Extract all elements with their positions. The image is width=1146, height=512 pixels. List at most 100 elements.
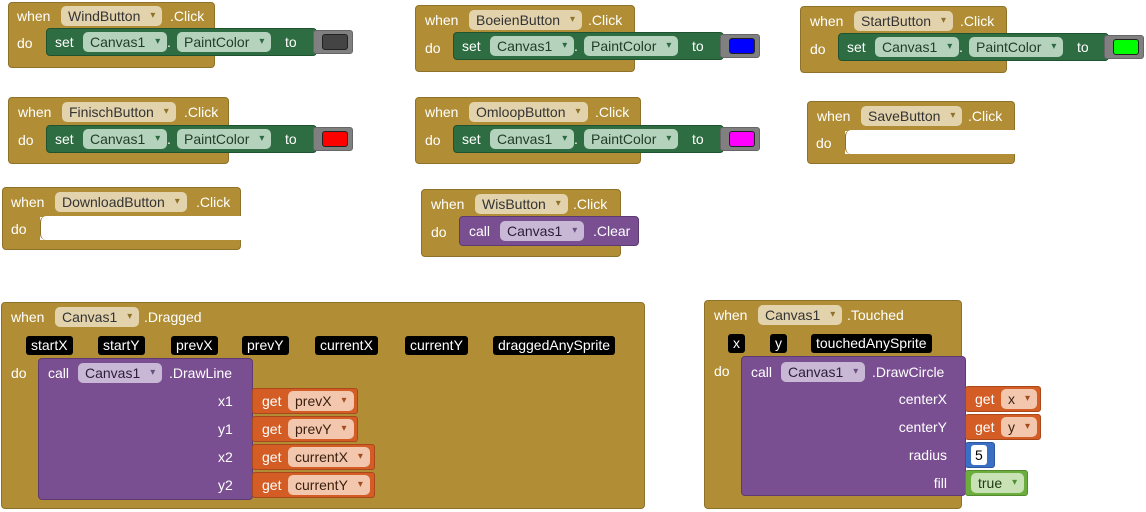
set-keyword: set bbox=[462, 131, 481, 147]
property-dropdown-paintcolor[interactable]: PaintColor bbox=[177, 32, 272, 52]
component-dropdown-canvas1[interactable]: Canvas1 bbox=[758, 305, 843, 325]
when-keyword: when bbox=[425, 104, 459, 120]
param-startx[interactable]: startX bbox=[26, 336, 73, 355]
variable-dropdown-prevy[interactable]: prevY bbox=[288, 419, 354, 439]
color-block-red[interactable] bbox=[313, 127, 353, 151]
set-canvas1-paintcolor-block[interactable]: set Canvas1 . PaintColor to bbox=[46, 125, 317, 153]
component-dropdown-wisbutton[interactable]: WisButton bbox=[475, 194, 568, 214]
when-keyword: when bbox=[810, 13, 844, 29]
get-keyword: get bbox=[262, 393, 282, 409]
variable-dropdown-prevx[interactable]: prevX bbox=[288, 391, 354, 411]
get-currentx-block[interactable]: get currentX bbox=[252, 444, 375, 470]
color-block-blue[interactable] bbox=[720, 34, 760, 58]
component-dropdown-startbutton[interactable]: StartButton bbox=[854, 11, 954, 31]
downloadbutton-empty-slot[interactable] bbox=[40, 216, 241, 240]
color-block-green[interactable] bbox=[1104, 35, 1144, 59]
component-dropdown-canvas1[interactable]: Canvas1 bbox=[490, 129, 575, 149]
dot-separator: . bbox=[167, 34, 171, 50]
do-keyword: do bbox=[17, 35, 33, 51]
do-keyword: do bbox=[810, 41, 826, 57]
variable-dropdown-currentx[interactable]: currentX bbox=[288, 447, 370, 467]
color-block-dark-gray[interactable] bbox=[313, 30, 353, 54]
component-dropdown-canvas1[interactable]: Canvas1 bbox=[490, 36, 575, 56]
component-dropdown-canvas1[interactable]: Canvas1 bbox=[875, 37, 960, 57]
property-dropdown-paintcolor[interactable]: PaintColor bbox=[969, 37, 1064, 57]
param-x[interactable]: x bbox=[728, 334, 745, 353]
param-touchedanysprite[interactable]: touchedAnySprite bbox=[811, 334, 932, 353]
event-name: .Click bbox=[588, 12, 623, 28]
when-keyword: when bbox=[714, 307, 748, 323]
get-keyword: get bbox=[262, 477, 282, 493]
savebutton-bottom-bar bbox=[807, 154, 1015, 164]
boolean-dropdown[interactable]: true bbox=[971, 473, 1025, 493]
component-dropdown-canvas1[interactable]: Canvas1 bbox=[55, 307, 140, 327]
param-starty[interactable]: startY bbox=[98, 336, 145, 355]
set-keyword: set bbox=[847, 39, 866, 55]
get-prevx-block[interactable]: get prevX bbox=[252, 388, 358, 414]
method-name: .Clear bbox=[593, 223, 631, 239]
color-swatch[interactable] bbox=[322, 34, 348, 50]
param-y[interactable]: y bbox=[770, 334, 787, 353]
variable-dropdown-currenty[interactable]: currentY bbox=[288, 475, 370, 495]
color-swatch[interactable] bbox=[729, 131, 755, 147]
savebutton-empty-slot[interactable] bbox=[845, 130, 1015, 154]
variable-dropdown-x[interactable]: x bbox=[1001, 389, 1037, 409]
get-y-block[interactable]: get y bbox=[965, 414, 1041, 440]
component-dropdown-canvas1[interactable]: Canvas1 bbox=[781, 362, 866, 382]
color-swatch[interactable] bbox=[322, 131, 348, 147]
color-block-magenta[interactable] bbox=[720, 127, 760, 151]
param-prevx[interactable]: prevX bbox=[171, 336, 218, 355]
call-keyword: call bbox=[751, 364, 773, 380]
set-keyword: set bbox=[55, 34, 74, 50]
event-name: .Click bbox=[573, 196, 608, 212]
component-dropdown-boeienbutton[interactable]: BoeienButton bbox=[469, 10, 583, 30]
component-dropdown-canvas1[interactable]: Canvas1 bbox=[83, 32, 168, 52]
logic-block-true[interactable]: true bbox=[965, 470, 1028, 496]
component-dropdown-finischbutton[interactable]: FinischButton bbox=[62, 102, 176, 122]
do-keyword: do bbox=[18, 132, 34, 148]
method-name: .DrawCircle bbox=[872, 364, 945, 380]
component-dropdown-downloadbutton[interactable]: DownloadButton bbox=[55, 192, 187, 212]
component-dropdown-canvas1[interactable]: Canvas1 bbox=[500, 221, 585, 241]
param-currenty[interactable]: currentY bbox=[405, 336, 468, 355]
param-prevy[interactable]: prevY bbox=[242, 336, 289, 355]
set-keyword: set bbox=[55, 131, 74, 147]
event-name: .Click bbox=[595, 104, 630, 120]
get-currenty-block[interactable]: get currentY bbox=[252, 472, 375, 498]
do-keyword: do bbox=[425, 40, 441, 56]
set-canvas1-paintcolor-block[interactable]: set Canvas1 . PaintColor to bbox=[453, 32, 724, 60]
variable-dropdown-y[interactable]: y bbox=[1001, 417, 1037, 437]
component-dropdown-canvas1[interactable]: Canvas1 bbox=[78, 363, 163, 383]
event-block-downloadbutton-click[interactable]: when DownloadButton .Click bbox=[2, 187, 241, 217]
param-draggedanysprite[interactable]: draggedAnySprite bbox=[493, 336, 616, 355]
number-field[interactable]: 5 bbox=[971, 445, 987, 465]
savebutton-do-column: do bbox=[807, 130, 845, 154]
event-name: .Touched bbox=[847, 307, 904, 323]
component-dropdown-windbutton[interactable]: WindButton bbox=[61, 6, 163, 26]
get-prevy-block[interactable]: get prevY bbox=[252, 416, 358, 442]
set-canvas1-paintcolor-block[interactable]: set Canvas1 . PaintColor to bbox=[46, 28, 317, 56]
property-dropdown-paintcolor[interactable]: PaintColor bbox=[584, 36, 679, 56]
color-swatch[interactable] bbox=[729, 38, 755, 54]
number-block-radius[interactable]: 5 bbox=[965, 442, 995, 468]
to-keyword: to bbox=[692, 131, 704, 147]
property-dropdown-paintcolor[interactable]: PaintColor bbox=[584, 129, 679, 149]
call-canvas1-clear-block[interactable]: call Canvas1 .Clear bbox=[459, 216, 639, 246]
component-dropdown-canvas1[interactable]: Canvas1 bbox=[83, 129, 168, 149]
set-canvas1-paintcolor-block[interactable]: set Canvas1 . PaintColor to bbox=[453, 125, 724, 153]
to-keyword: to bbox=[1077, 39, 1089, 55]
call-canvas1-drawline-block[interactable]: call Canvas1 .DrawLine x1 y1 x2 y2 bbox=[38, 358, 253, 500]
component-dropdown-savebutton[interactable]: SaveButton bbox=[861, 106, 963, 126]
color-swatch[interactable] bbox=[1113, 39, 1139, 55]
component-dropdown-omloopbutton[interactable]: OmloopButton bbox=[469, 102, 588, 122]
arg-label-x2: x2 bbox=[218, 449, 233, 465]
method-name: .DrawLine bbox=[169, 365, 233, 381]
call-canvas1-drawcircle-block[interactable]: call Canvas1 .DrawCircle centerX centerY… bbox=[741, 356, 966, 496]
arg-label-radius: radius bbox=[908, 447, 947, 463]
set-canvas1-paintcolor-block[interactable]: set Canvas1 . PaintColor to bbox=[838, 33, 1109, 61]
property-dropdown-paintcolor[interactable]: PaintColor bbox=[177, 129, 272, 149]
event-block-savebutton-click[interactable]: when SaveButton .Click bbox=[807, 101, 1015, 131]
get-x-block[interactable]: get x bbox=[965, 386, 1041, 412]
to-keyword: to bbox=[285, 131, 297, 147]
param-currentx[interactable]: currentX bbox=[315, 336, 378, 355]
